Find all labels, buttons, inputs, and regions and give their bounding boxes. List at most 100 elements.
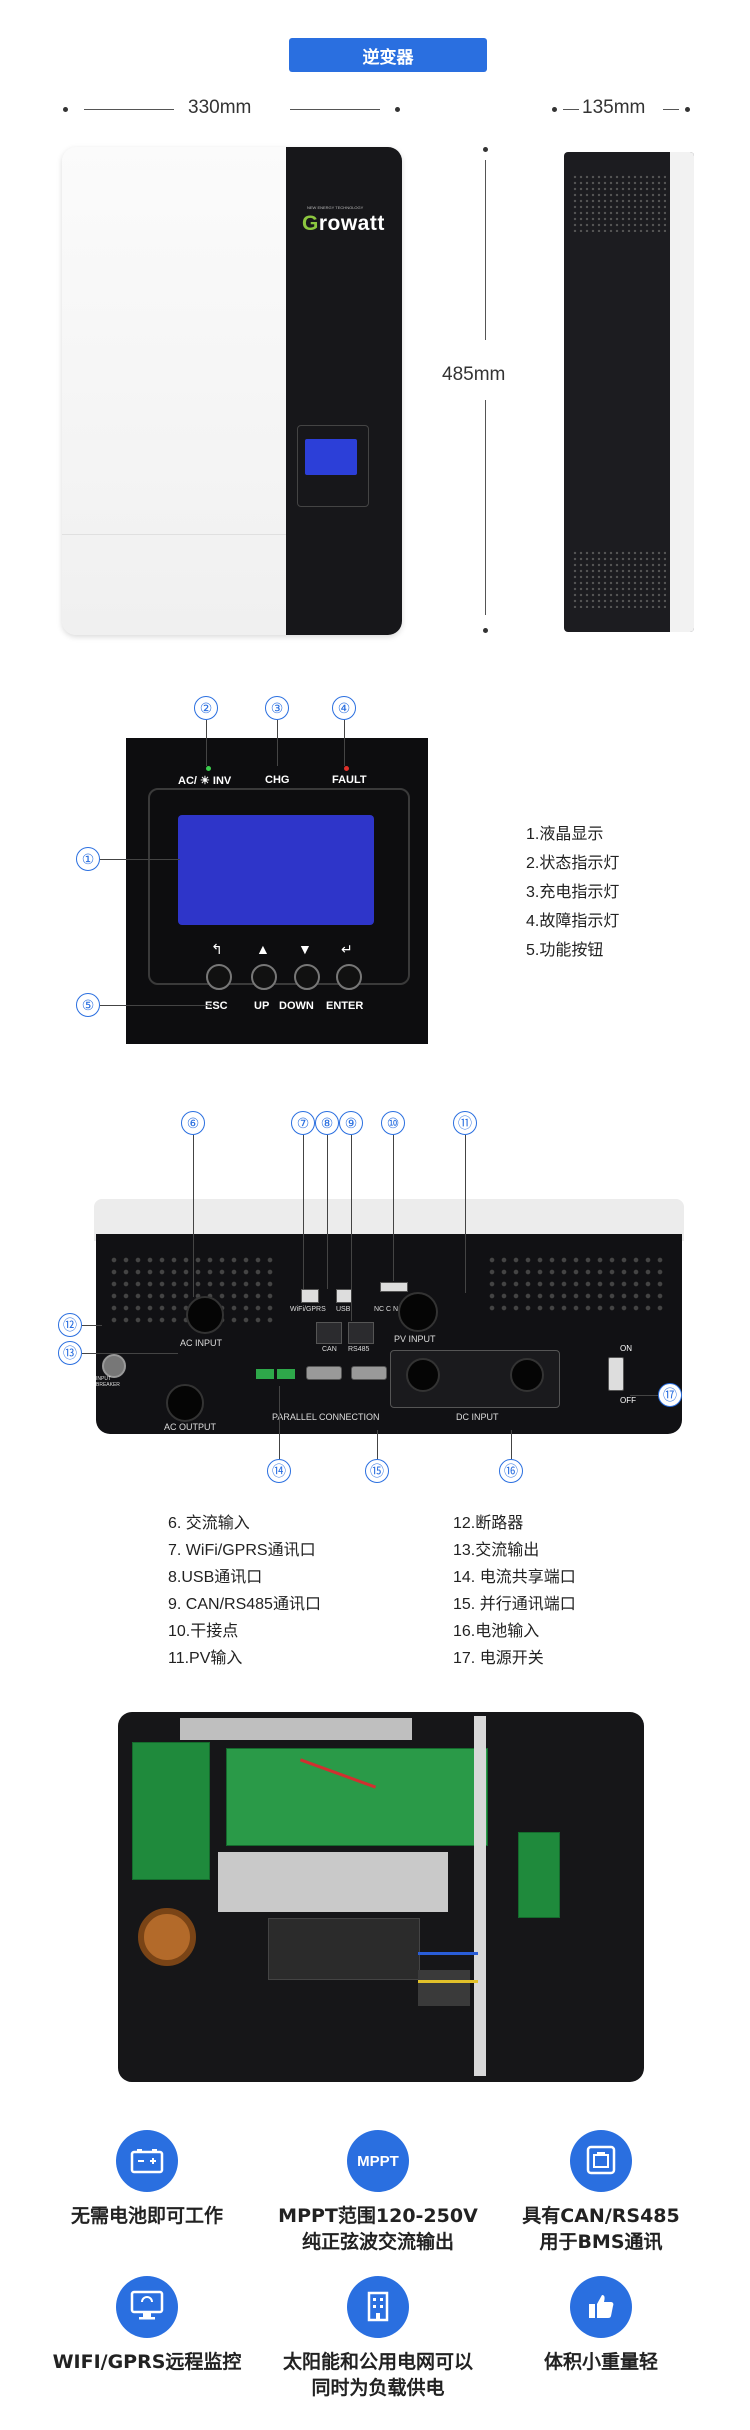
callout-4: ④ — [332, 696, 356, 720]
switch-off-label: OFF — [620, 1396, 636, 1405]
callout-line — [344, 720, 345, 766]
can-label: CAN — [322, 1346, 337, 1353]
callout-7: ⑦ — [291, 1111, 315, 1135]
transformer — [138, 1908, 196, 1966]
feature-label: 体积小重量轻 — [543, 2351, 658, 2373]
section-tag: 逆变器 — [289, 38, 487, 72]
enter-label: ENTER — [326, 1000, 364, 1012]
callout-6: ⑥ — [181, 1111, 205, 1135]
display-panel-image: AC/ ☀ INV CHG FAULT ↰ ▲ ▼ ↵ ESC UP DOWN … — [126, 738, 428, 1044]
callout-17: ⑰ — [658, 1383, 682, 1407]
feature-label: 无需电池即可工作 — [70, 2205, 223, 2227]
up-button[interactable] — [251, 964, 277, 990]
enter-button[interactable] — [336, 964, 362, 990]
led-green — [206, 766, 211, 771]
callout-15: ⑮ — [365, 1459, 389, 1483]
parallel-port — [306, 1366, 342, 1380]
wire-yellow — [418, 1980, 478, 1983]
front-cover — [62, 147, 286, 635]
panel-frame — [148, 788, 410, 985]
building-icon-bg — [347, 2276, 409, 2338]
side-board — [518, 1832, 560, 1918]
spec-item: 9. CAN/RS485通讯口 — [168, 1596, 321, 1613]
callout-line — [100, 859, 180, 860]
callout-14: ⑭ — [267, 1459, 291, 1483]
parallel-port — [351, 1366, 387, 1380]
spec-item: 17. 电源开关 — [453, 1650, 544, 1667]
callout-line — [465, 1135, 466, 1293]
dim-dot-bottom — [483, 628, 488, 633]
breaker-label: INPUT BREAKER — [96, 1376, 120, 1388]
lcd-screen — [178, 815, 374, 925]
dim-line-vertical — [485, 400, 486, 615]
callout-line — [393, 1135, 394, 1281]
spec-item: 8.USB通讯口 — [168, 1569, 263, 1586]
can-port — [316, 1322, 342, 1344]
battery-icon — [130, 2149, 164, 2174]
dim-line — [290, 109, 380, 110]
usb-port — [336, 1289, 352, 1303]
indicator-chg: CHG — [265, 774, 290, 786]
down-triangle-icon: ▼ — [298, 941, 312, 957]
current-share-terminal — [277, 1369, 295, 1379]
esc-button[interactable] — [206, 964, 232, 990]
legend-item: 5.功能按钮 — [526, 942, 604, 959]
indicator-ac-inv: AC/ ☀ INV — [178, 775, 232, 787]
inverter-front-image: Growatt NEW ENERGY TECHNOLOGY — [62, 147, 402, 635]
callout-line — [511, 1430, 512, 1459]
callout-line — [206, 720, 207, 766]
wire-blue — [418, 1952, 478, 1955]
feature-label: MPPT范围120-250V 纯正弦波交流输出 — [278, 2205, 478, 2253]
spec-item: 13.交流输出 — [453, 1542, 540, 1559]
control-board — [226, 1748, 488, 1846]
dc-input-gland — [406, 1358, 440, 1392]
dc-input-gland — [510, 1358, 544, 1392]
dim-line — [663, 109, 679, 110]
callout-line — [100, 1005, 210, 1006]
callout-3: ③ — [265, 696, 289, 720]
spec-item: 10.干接点 — [168, 1623, 239, 1640]
legend-item: 3.充电指示灯 — [526, 884, 620, 901]
wifi-gprs-port — [301, 1289, 319, 1303]
dim-line-vertical — [485, 160, 486, 340]
main-board — [132, 1742, 210, 1880]
led-red — [344, 766, 349, 771]
feature-label: 具有CAN/RS485 用于BMS通讯 — [522, 2205, 680, 2253]
terminal-block — [418, 1970, 470, 2006]
mini-display-panel — [297, 425, 369, 507]
wifi-gprs-label: WiFi/GPRS — [290, 1306, 326, 1313]
dim-dot-left — [63, 107, 68, 112]
down-label: DOWN — [279, 1000, 314, 1012]
spec-list-left: 6. 交流输入 7. WiFi/GPRS通讯口 8.USB通讯口 9. CAN/… — [168, 1510, 321, 1672]
up-label: UP — [254, 1000, 270, 1012]
breaker[interactable] — [102, 1354, 126, 1378]
side-rail — [474, 1716, 486, 2076]
spec-item: 12.断路器 — [453, 1515, 524, 1532]
legend-item: 2.状态指示灯 — [526, 855, 620, 872]
spec-item: 16.电池输入 — [453, 1623, 540, 1640]
logo-tagline: NEW ENERGY TECHNOLOGY — [307, 205, 364, 210]
pv-input-gland — [398, 1292, 438, 1332]
callout-line — [303, 1135, 304, 1289]
callout-5: ⑤ — [76, 993, 100, 1017]
power-switch-rocker[interactable] — [608, 1357, 624, 1391]
dim-dot-left — [552, 107, 557, 112]
ac-output-gland — [166, 1384, 204, 1422]
callout-2: ② — [194, 696, 218, 720]
pv-input-label: PV INPUT — [394, 1334, 436, 1344]
spec-item: 11.PV输入 — [168, 1650, 243, 1667]
thumbs-up-icon — [589, 2295, 614, 2318]
parallel-label: PARALLEL CONNECTION — [272, 1412, 380, 1422]
spec-item: 7. WiFi/GPRS通讯口 — [168, 1542, 316, 1559]
dc-input-label: DC INPUT — [456, 1412, 499, 1422]
building-icon — [367, 2291, 389, 2322]
inverter-side-image — [564, 152, 694, 632]
down-button[interactable] — [294, 964, 320, 990]
callout-13: ⑬ — [58, 1341, 82, 1365]
dim-height: 485mm — [442, 364, 506, 385]
rs485-label: RS485 — [348, 1346, 370, 1353]
heatsink — [218, 1852, 448, 1912]
callout-11: ⑪ — [453, 1111, 477, 1135]
spec-item: 15. 并行通讯端口 — [453, 1596, 576, 1613]
feature-label: WIFI/GPRS远程监控 — [52, 2351, 242, 2373]
